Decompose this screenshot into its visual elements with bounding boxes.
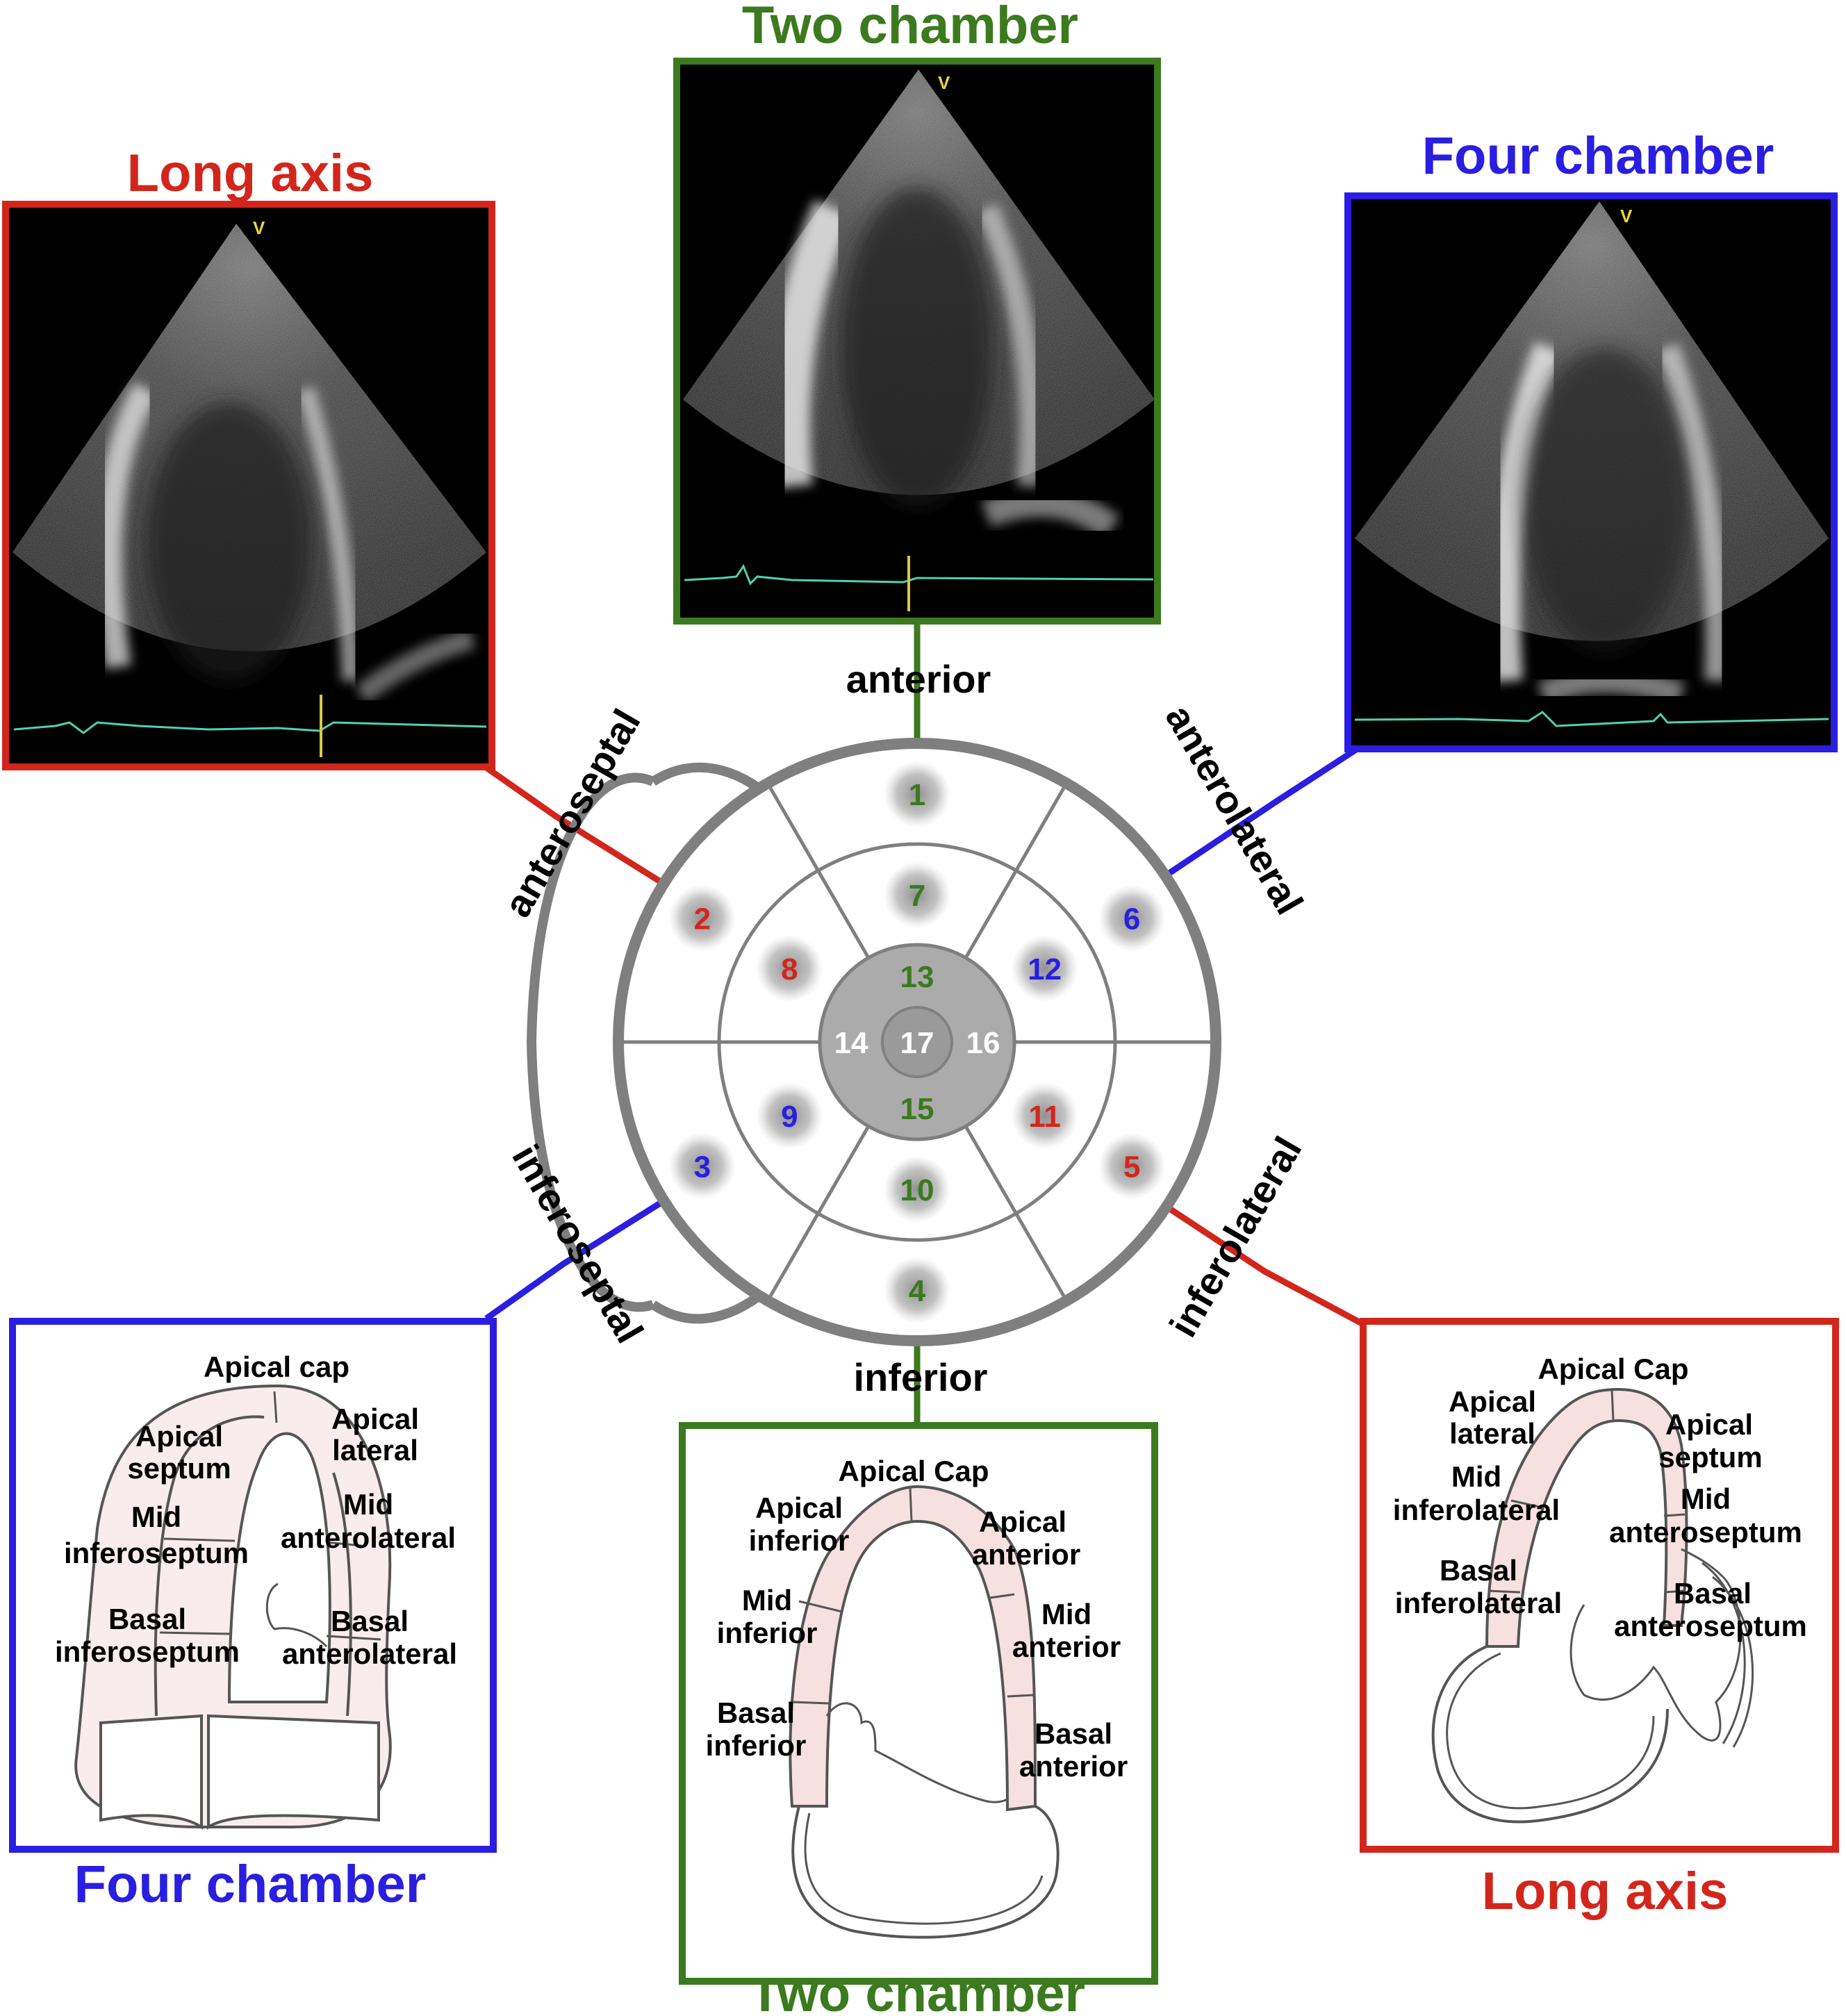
label-mid-anterolateral-2: anterolateral [281, 1521, 456, 1554]
label-apical-lateral-la-2: lateral [1449, 1417, 1535, 1450]
echo-two-chamber-panel: V [673, 58, 1161, 625]
label-basal-inferoseptum-2: inferoseptum [55, 1635, 240, 1668]
bullseye-spoke [964, 787, 1066, 959]
segment-label-6: 6 [1123, 902, 1140, 936]
direction-inferoseptal: inferoseptal [504, 1137, 652, 1350]
segment-label-16: 16 [966, 1026, 1000, 1060]
label-mid-inferolateral-2: inferolateral [1393, 1494, 1560, 1526]
label-apical-cap-2ch: Apical Cap [838, 1455, 989, 1487]
segment-label-3: 3 [694, 1150, 711, 1184]
label-basal-anterior-2: anterior [1019, 1750, 1128, 1783]
direction-inferior: inferior [854, 1355, 988, 1399]
label-basal-anteroseptum-2: anteroseptum [1614, 1610, 1807, 1642]
title-long-axis-bottom: Long axis [1482, 1862, 1729, 1921]
segment-label-1: 1 [909, 778, 925, 812]
label-apical-septum-la-1: Apical [1665, 1408, 1753, 1441]
bullseye-spoke [768, 787, 871, 959]
segment-label-8: 8 [781, 952, 798, 986]
label-apical-anterior-2: anterior [972, 1538, 1080, 1571]
segment-label-12: 12 [1028, 952, 1062, 986]
label-basal-inferolateral-2: inferolateral [1395, 1587, 1562, 1619]
segment-halo [1098, 1132, 1166, 1200]
title-two-chamber-top: Two chamber [742, 0, 1078, 55]
segment-halo [1011, 1082, 1078, 1149]
label-apical-lateral-1: Apical [331, 1403, 419, 1435]
label-basal-inferior-1: Basal [717, 1696, 795, 1729]
segment-label-7: 7 [909, 879, 925, 913]
label-apical-cap: Apical cap [204, 1350, 349, 1383]
segment-label-5: 5 [1123, 1150, 1140, 1184]
echo-v-marker-two-chamber: V [938, 72, 950, 93]
label-mid-anterior-1: Mid [1041, 1598, 1091, 1630]
segment-label-17: 17 [900, 1026, 934, 1060]
echo-long-axis-panel: V [2, 201, 495, 770]
direction-anterior: anterior [846, 657, 991, 701]
label-apical-inferior-1: Apical [755, 1492, 843, 1524]
label-mid-inferoseptum-1: Mid [131, 1501, 181, 1533]
segment-halo [756, 935, 823, 1002]
label-mid-anteroseptum-2: anteroseptum [1609, 1516, 1802, 1548]
direction-anterolateral: anterolateral [1157, 697, 1312, 922]
segment-label-2: 2 [694, 902, 711, 936]
segment-label-9: 9 [781, 1100, 798, 1134]
label-basal-anterolateral-2: anterolateral [282, 1637, 457, 1670]
label-mid-inferior-1: Mid [742, 1584, 792, 1617]
segment-halo [884, 861, 950, 928]
label-basal-anterolateral-1: Basal [331, 1605, 409, 1637]
segment-label-15: 15 [900, 1092, 934, 1126]
label-mid-inferoseptum-2: inferoseptum [64, 1537, 249, 1569]
label-apical-lateral-2: lateral [332, 1434, 418, 1466]
label-apical-cap-la: Apical Cap [1538, 1353, 1688, 1385]
bullseye-spoke [768, 1125, 871, 1297]
segment-halo [668, 884, 736, 952]
direction-anteroseptal: anteroseptal [495, 702, 649, 924]
segment-halos [668, 761, 1166, 1323]
four-chamber-schematic: Apical cap Apical septum Apical lateral … [9, 1318, 497, 1853]
segment-halo [884, 1156, 950, 1223]
bullseye-plot [526, 738, 1221, 1346]
label-apical-inferior-2: inferior [749, 1524, 850, 1557]
label-basal-inferoseptum-1: Basal [108, 1603, 186, 1635]
echo-v-marker-long-axis: V [253, 217, 265, 238]
label-mid-inferior-2: inferior [717, 1617, 818, 1649]
bullseye-spokes [624, 787, 1210, 1297]
segment-halo [668, 1132, 736, 1200]
label-mid-anteroseptum-1: Mid [1681, 1482, 1731, 1515]
segment-halo [884, 1257, 950, 1323]
bullseye-spoke [964, 1125, 1066, 1297]
segment-label-10: 10 [900, 1173, 934, 1207]
segment-halo [1098, 884, 1166, 952]
label-apical-septum-1: Apical [135, 1420, 223, 1453]
title-long-axis-top: Long axis [127, 144, 374, 203]
label-basal-inferior-2: inferior [706, 1729, 807, 1762]
segment-label-13: 13 [900, 960, 934, 994]
echo-v-marker-four-chamber: V [1620, 206, 1633, 226]
label-mid-inferolateral-1: Mid [1451, 1460, 1501, 1493]
label-mid-anterolateral-1: Mid [343, 1488, 393, 1521]
segment-halo [884, 761, 950, 827]
segment-label-11: 11 [1028, 1100, 1061, 1134]
echo-four-chamber-panel: V [1344, 192, 1838, 752]
label-apical-lateral-la-1: Apical [1449, 1385, 1536, 1418]
segment-halo [756, 1082, 823, 1149]
label-basal-inferolateral-1: Basal [1440, 1554, 1517, 1587]
label-basal-anterior-1: Basal [1035, 1717, 1112, 1750]
label-mid-anterior-2: anterior [1012, 1630, 1121, 1663]
label-apical-anterior-1: Apical [979, 1505, 1066, 1538]
segment-halo [1011, 935, 1078, 1002]
long-axis-schematic: Apical Cap Apical lateral Apical septum … [1360, 1318, 1839, 1853]
segment-label-4: 4 [909, 1274, 926, 1308]
label-apical-septum-la-2: septum [1658, 1441, 1762, 1473]
segment-label-14: 14 [834, 1026, 868, 1060]
two-chamber-schematic: Apical Cap Apical inferior Apical anteri… [679, 1422, 1158, 1985]
label-basal-anteroseptum-1: Basal [1674, 1577, 1752, 1610]
title-four-chamber-bottom: Four chamber [74, 1855, 427, 1914]
label-apical-septum-2: septum [127, 1452, 231, 1485]
title-four-chamber-top: Four chamber [1422, 126, 1774, 185]
